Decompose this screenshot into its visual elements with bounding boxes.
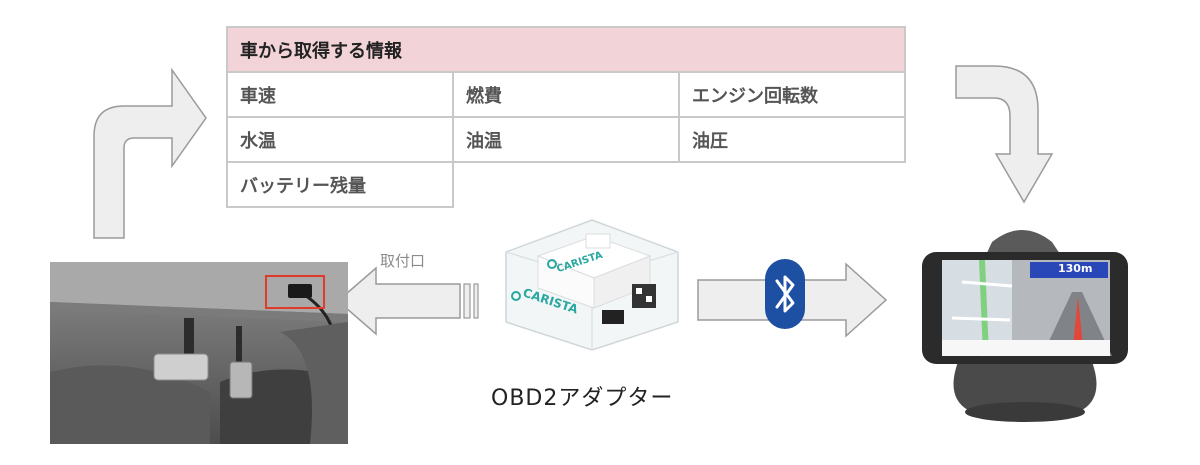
obd2-adapter-photo: CARISTA CARISTA <box>494 212 690 352</box>
info-cell: 油圧 <box>678 116 906 163</box>
info-cell-empty <box>453 162 679 207</box>
curved-arrow-up-right-icon <box>93 67 207 239</box>
smartphone-photo: 130m <box>922 222 1128 432</box>
info-cell: バッテリー残量 <box>226 161 454 208</box>
bluetooth-badge <box>765 259 805 329</box>
adapter-caption: OBD2アダプター <box>491 386 674 411</box>
info-cell: 油温 <box>452 116 680 163</box>
info-table-header-row: 車から取得する情報 <box>226 26 906 73</box>
info-cell: 車速 <box>226 71 454 118</box>
info-table-title: 車から取得する情報 <box>226 26 906 73</box>
car-pedal-photo <box>50 262 348 444</box>
curved-arrow-down-icon <box>955 65 1054 204</box>
info-table-row: 車速 燃費 エンジン回転数 <box>226 71 906 118</box>
info-table-row: 水温 油温 油圧 <box>226 116 906 163</box>
nav-distance-readout: 130m <box>1058 262 1093 275</box>
bluetooth-icon <box>775 275 795 313</box>
mount-point-label: 取付口 <box>380 252 426 270</box>
info-cell: 燃費 <box>452 71 680 118</box>
info-table-row: バッテリー残量 <box>226 161 905 208</box>
info-cell: 水温 <box>226 116 454 163</box>
info-cell: エンジン回転数 <box>678 71 906 118</box>
info-table: 車から取得する情報 車速 燃費 エンジン回転数 水温 油温 油圧 バッテリー残量 <box>226 26 906 208</box>
info-cell-empty <box>679 162 905 207</box>
arrow-left-icon <box>336 266 479 336</box>
